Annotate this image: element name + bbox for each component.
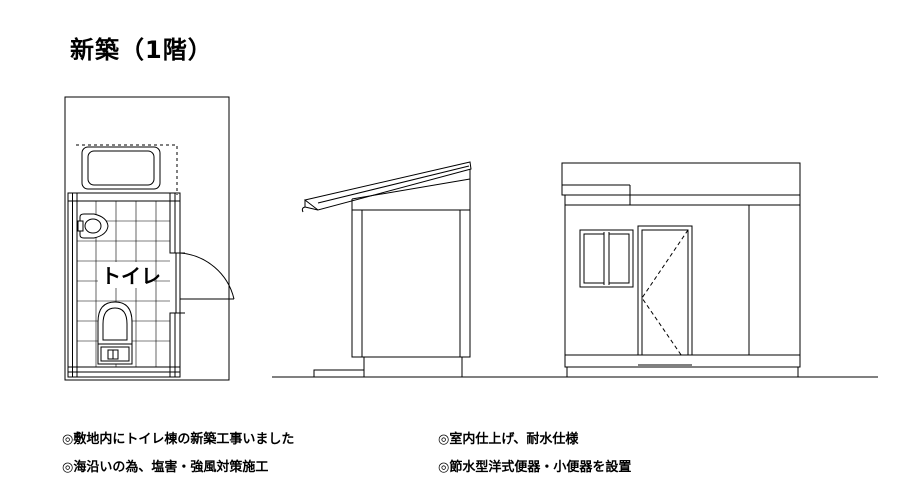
front-elevation	[561, 162, 801, 378]
door	[637, 225, 693, 366]
note-1: ◎敷地内にトイレ棟の新築工事いました	[62, 432, 295, 447]
page-title: 新築（1階）	[70, 36, 213, 64]
bathtub	[81, 146, 161, 190]
side-elevation	[272, 161, 878, 378]
door-swing	[170, 252, 235, 314]
toilet	[97, 301, 133, 365]
floor-plan: トイレ	[64, 96, 235, 381]
note-3: ◎室内仕上げ、耐水仕様	[438, 432, 579, 447]
room-label: トイレ	[101, 264, 161, 288]
urinal	[77, 213, 109, 239]
window	[579, 229, 634, 288]
note-4: ◎節水型洋式便器・小便器を設置	[438, 460, 632, 475]
note-2: ◎海沿いの為、塩害・強風対策施工	[62, 460, 269, 475]
